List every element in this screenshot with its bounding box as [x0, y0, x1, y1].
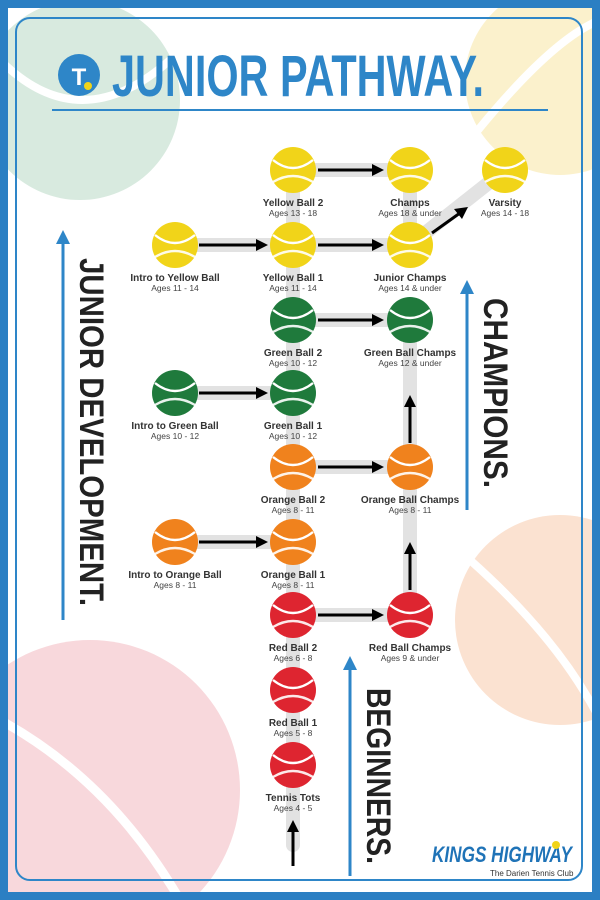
- green-tennis-ball-icon: [152, 370, 198, 416]
- stage-name: Green Ball 1: [264, 421, 323, 432]
- stage-name: Intro to Yellow Ball: [130, 273, 219, 284]
- junior-development-band: JUNIOR DEVELOPMENT.: [56, 230, 110, 620]
- stage-name: Tennis Tots: [266, 793, 321, 804]
- club-logo-name: KINGS HIGHWAY: [432, 842, 574, 867]
- stage-ages: Ages 8 - 11: [154, 580, 197, 590]
- stage-ages: Ages 18 & under: [378, 208, 441, 218]
- inner-frame: [15, 17, 583, 881]
- stage-ages: Ages 6 - 8: [274, 653, 313, 663]
- stage-name: Intro to Green Ball: [131, 421, 218, 432]
- red-tennis-ball-icon: [270, 742, 316, 788]
- yellow-tennis-ball-icon: [270, 147, 316, 193]
- beginners-band: BEGINNERS.: [343, 656, 397, 876]
- yellow-tennis-ball-icon: [387, 147, 433, 193]
- stage-ages: Ages 5 - 8: [274, 728, 313, 738]
- stage-ages: Ages 13 - 18: [269, 208, 317, 218]
- stage-name: Yellow Ball 2: [263, 198, 324, 209]
- stage-ages: Ages 9 & under: [381, 653, 440, 663]
- yellow-tennis-ball-icon: [270, 222, 316, 268]
- stage-name: Green Ball Champs: [364, 348, 457, 359]
- champions-label: CHAMPIONS.: [476, 298, 514, 488]
- red-tennis-ball-icon: [270, 592, 316, 638]
- stage-name: Junior Champs: [374, 273, 447, 284]
- stage-ages: Ages 14 - 18: [481, 208, 529, 218]
- beginners-label: BEGINNERS.: [359, 688, 397, 864]
- stage-name: Orange Ball Champs: [361, 495, 460, 506]
- logo-letter: T: [72, 64, 87, 91]
- path-arrows: [199, 164, 468, 866]
- stage-ages: Ages 10 - 12: [269, 431, 317, 441]
- red-tennis-ball-icon: [387, 592, 433, 638]
- green-tennis-ball-icon: [270, 297, 316, 343]
- header-logo-badge: T: [58, 54, 100, 96]
- yellow-tennis-ball-icon: [482, 147, 528, 193]
- logo-ball-icon: [552, 841, 560, 849]
- stage-ages: Ages 11 - 14: [269, 283, 317, 293]
- green-tennis-ball-icon: [270, 370, 316, 416]
- stage-ages: Ages 11 - 14: [151, 283, 199, 293]
- club-logo-subtitle: The Darien Tennis Club: [490, 869, 574, 878]
- red-tennis-ball-icon: [270, 667, 316, 713]
- stage-name: Yellow Ball 1: [263, 273, 324, 284]
- stage-name: Orange Ball 1: [261, 570, 326, 581]
- stage-ages: Ages 8 - 11: [272, 580, 315, 590]
- stage-ages: Ages 4 - 5: [274, 803, 313, 813]
- stage-name: Red Ball Champs: [369, 643, 452, 654]
- stage-name: Intro to Orange Ball: [128, 570, 222, 581]
- stage-ages: Ages 10 - 12: [269, 358, 317, 368]
- stage-name: Orange Ball 2: [261, 495, 326, 506]
- green-tennis-ball-icon: [387, 297, 433, 343]
- stage-ages: Ages 12 & under: [378, 358, 441, 368]
- orange-tennis-ball-icon: [270, 519, 316, 565]
- stage-name: Green Ball 2: [264, 348, 323, 359]
- stage-name: Red Ball 2: [269, 643, 318, 654]
- stage-name: Champs: [390, 198, 430, 209]
- yellow-tennis-ball-icon: [387, 222, 433, 268]
- yellow-tennis-ball-icon: [152, 222, 198, 268]
- orange-tennis-ball-icon: [387, 444, 433, 490]
- stage-ages: Ages 8 - 11: [389, 505, 432, 515]
- stage-ages: Ages 14 & under: [378, 283, 441, 293]
- stage-name: Varsity: [489, 198, 522, 209]
- club-logo: KINGS HIGHWAY The Darien Tennis Club: [432, 841, 574, 878]
- stage-name: Red Ball 1: [269, 718, 318, 729]
- page-title: JUNIOR PATHWAY.: [112, 44, 484, 109]
- stage-ages: Ages 10 - 12: [151, 431, 199, 441]
- stage-ages: Ages 8 - 11: [272, 505, 315, 515]
- orange-tennis-ball-icon: [270, 444, 316, 490]
- champions-band: CHAMPIONS.: [460, 280, 514, 510]
- junior-development-label: JUNIOR DEVELOPMENT.: [72, 258, 110, 606]
- orange-tennis-ball-icon: [152, 519, 198, 565]
